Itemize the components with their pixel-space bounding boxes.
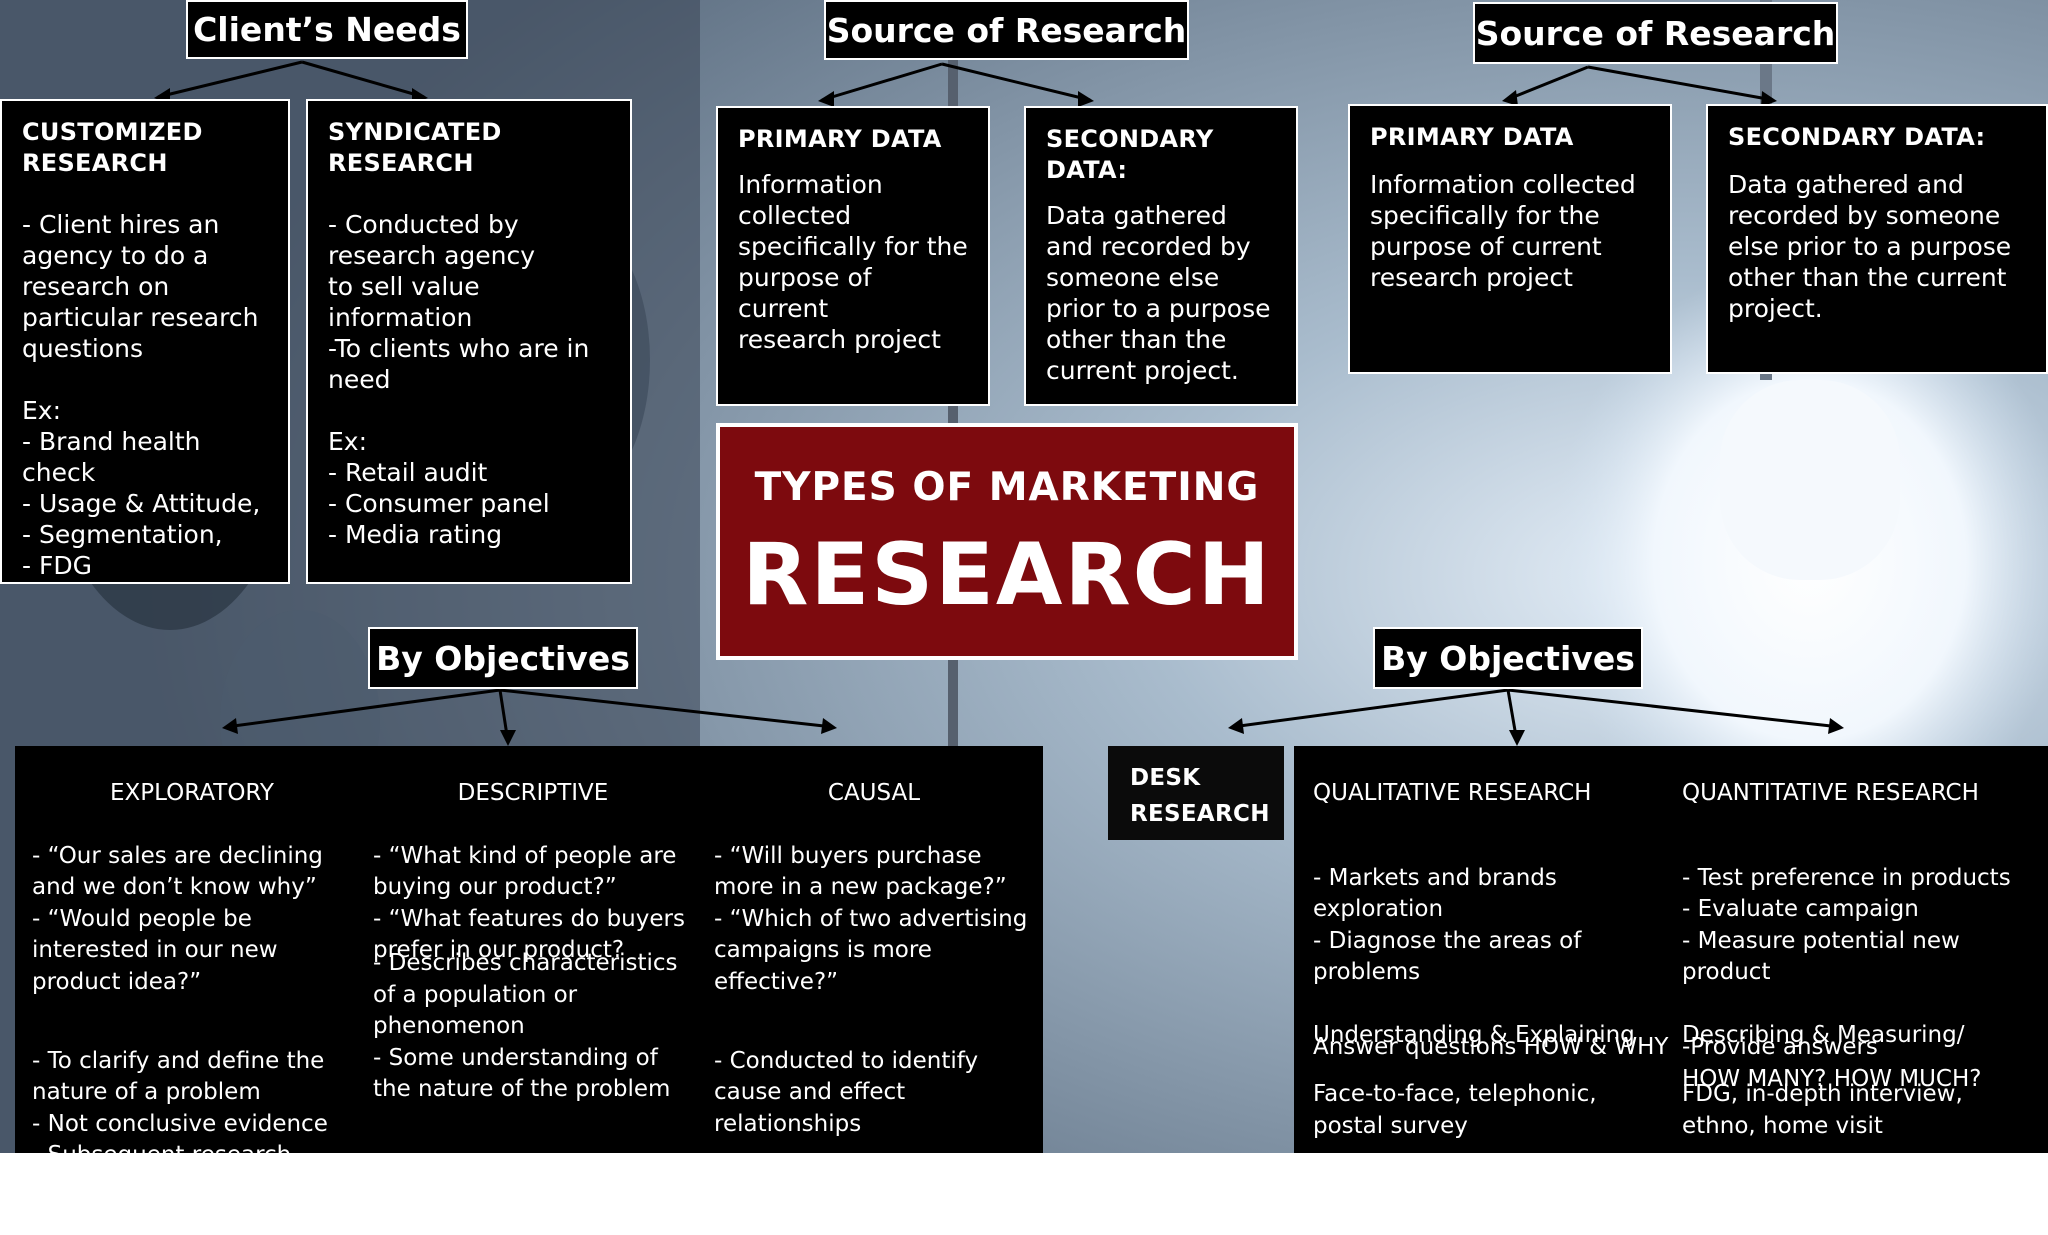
customized-research-box: CUSTOMIZED RESEARCH - Client hires an ag… bbox=[0, 99, 290, 584]
arrowhead bbox=[222, 718, 238, 734]
quantitative-methods: FDG, in-depth interview, ethno, home vis… bbox=[1682, 1081, 1963, 1139]
descriptive-column: DESCRIPTIVE - “What kind of people are b… bbox=[373, 746, 693, 1103]
causal-column: CAUSAL - “Will buyers purchase more in a… bbox=[714, 746, 1034, 1172]
arrow-group bbox=[157, 60, 1841, 743]
connector-arrows bbox=[154, 60, 1844, 746]
syndicated-research-box: SYNDICATED RESEARCH - Conducted by resea… bbox=[306, 99, 632, 584]
secondary-data-box-right: SECONDARY DATA: Data gathered and record… bbox=[1706, 104, 2048, 374]
customized-research-body: - Client hires an agency to do a researc… bbox=[22, 210, 261, 580]
secondary-data-box-left: SECONDARY DATA: Data gathered and record… bbox=[1024, 106, 1298, 406]
qualitative-answers: Answer questions HOW & WHY bbox=[1313, 1034, 1669, 1060]
arrowhead bbox=[500, 730, 516, 746]
exploratory-questions: - “Our sales are declining and we don’t … bbox=[32, 842, 323, 995]
arrowhead bbox=[1509, 730, 1525, 746]
exploratory-column: EXPLORATORY - “Our sales are declining a… bbox=[32, 746, 352, 1235]
header-source-of-research-left: Source of Research bbox=[824, 0, 1189, 60]
arrowhead bbox=[1502, 90, 1518, 106]
header-by-objectives-left: By Objectives bbox=[368, 627, 638, 689]
descriptive-title: DESCRIPTIVE bbox=[457, 779, 609, 806]
causal-questions: - “Will buyers purchase more in a new pa… bbox=[714, 842, 1028, 995]
main-title-line2: RESEARCH bbox=[742, 525, 1272, 625]
arrow-source-right-to-primary bbox=[1505, 65, 1589, 102]
primary-data-body-right: Information collected specifically for t… bbox=[1370, 170, 1636, 292]
syndicated-research-title: SYNDICATED RESEARCH bbox=[328, 118, 502, 177]
arrowhead bbox=[818, 91, 834, 107]
arrowhead bbox=[1828, 718, 1844, 734]
arrow-source-right-to-secondary bbox=[1587, 65, 1774, 102]
quantitative-aim: Describing & Measuring/ bbox=[1682, 1022, 1965, 1048]
arrow-objectives-to-causal bbox=[499, 688, 834, 729]
qualitative-title: QUALITATIVE RESEARCH bbox=[1313, 779, 1592, 806]
exploratory-title: EXPLORATORY bbox=[110, 779, 274, 806]
descriptive-notes: - Describes characteristics of a populat… bbox=[373, 950, 678, 1102]
primary-data-title-left: PRIMARY DATA bbox=[738, 125, 942, 153]
descriptive-questions: - “What kind of people are buying our pr… bbox=[373, 842, 685, 964]
header-by-objectives-right: By Objectives bbox=[1373, 627, 1643, 689]
primary-data-body-left: Information collected specifically for t… bbox=[738, 170, 968, 354]
secondary-data-body-left: Data gathered and recorded by someone el… bbox=[1046, 201, 1271, 385]
secondary-data-title-right: SECONDARY DATA: bbox=[1728, 123, 1986, 151]
secondary-data-body-right: Data gathered and recorded by someone el… bbox=[1728, 170, 2012, 323]
main-title-line1: TYPES OF MARKETING bbox=[754, 465, 1260, 510]
arrow-clients-to-customized bbox=[157, 60, 303, 99]
qualitative-methods: Face-to-face, telephonic, postal survey bbox=[1313, 1081, 1597, 1139]
arrow-clients-to-syndicated bbox=[301, 60, 425, 99]
objectives-left-panel: EXPLORATORY - “Our sales are declining a… bbox=[15, 746, 1043, 1200]
arrow-source-left-to-primary bbox=[821, 62, 943, 102]
desk-research-box: DESK RESEARCH bbox=[1108, 746, 1284, 840]
arrow-objectives-to-exploratory bbox=[225, 688, 501, 729]
quantitative-column: QUANTITATIVE RESEARCH - Test preference … bbox=[1682, 746, 2042, 1190]
arrow-objectives-to-desk bbox=[1231, 688, 1509, 729]
qualitative-column: QUALITATIVE RESEARCH - Markets and brand… bbox=[1313, 746, 1673, 1158]
header-source-of-research-right: Source of Research bbox=[1473, 2, 1838, 64]
arrowhead bbox=[821, 718, 837, 734]
primary-data-box-right: PRIMARY DATA Information collected speci… bbox=[1348, 104, 1672, 374]
arrowhead bbox=[1078, 91, 1094, 107]
causal-notes: - Conducted to identify cause and effect… bbox=[714, 1047, 979, 1137]
qualitative-uses: - Markets and brands exploration - Diagn… bbox=[1313, 864, 1582, 986]
arrowhead bbox=[1761, 91, 1777, 107]
desk-research-title: DESK RESEARCH bbox=[1130, 765, 1270, 827]
causal-title: CAUSAL bbox=[827, 779, 921, 806]
primary-data-title-right: PRIMARY DATA bbox=[1370, 123, 1574, 151]
syndicated-research-body: - Conducted by research agency to sell v… bbox=[328, 210, 590, 549]
arrow-objectives-to-quantitative bbox=[1507, 688, 1841, 729]
objectives-right-panel: QUALITATIVE RESEARCH - Markets and brand… bbox=[1294, 746, 2048, 1153]
arrow-source-left-to-secondary bbox=[941, 62, 1091, 102]
qualitative-aim: Understanding & Explaining bbox=[1313, 1022, 1635, 1048]
secondary-data-title-left: SECONDARY DATA: bbox=[1046, 125, 1214, 184]
quantitative-title: QUANTITATIVE RESEARCH bbox=[1682, 779, 1979, 806]
main-title-box: TYPES OF MARKETING RESEARCH bbox=[716, 423, 1298, 660]
header-clients-needs: Client’s Needs bbox=[186, 0, 468, 59]
arrowhead bbox=[1228, 718, 1244, 734]
customized-research-title: CUSTOMIZED RESEARCH bbox=[22, 118, 203, 177]
exploratory-notes: - To clarify and define the nature of a … bbox=[32, 1047, 328, 1200]
primary-data-box-left: PRIMARY DATA Information collected speci… bbox=[716, 106, 990, 406]
quantitative-uses: - Test preference in products - Evaluate… bbox=[1682, 864, 2011, 986]
quantitative-answers: -Provide answers HOW MANY? HOW MUCH? bbox=[1682, 1034, 1982, 1092]
